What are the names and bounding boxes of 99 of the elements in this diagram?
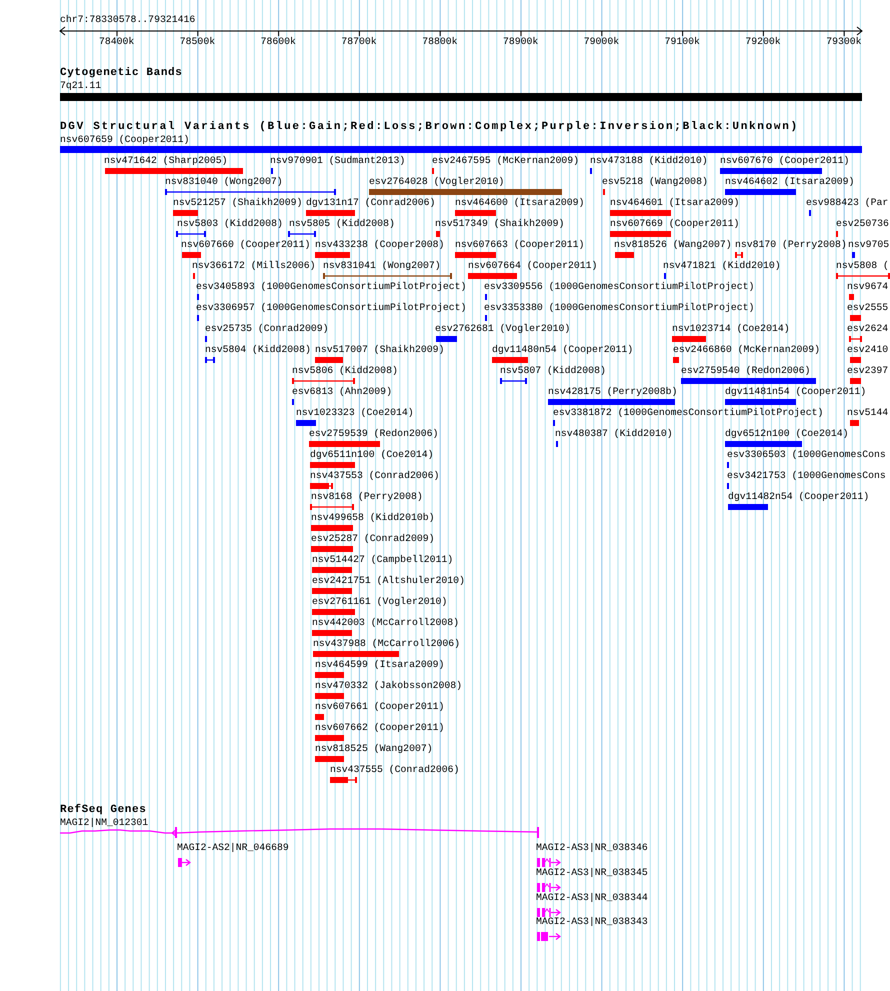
- variant-label: esv2410: [847, 344, 888, 356]
- gene-label: MAGI2-AS3|NR_038346: [536, 842, 648, 854]
- variant-label: esv25735 (Conrad2009): [205, 323, 328, 335]
- variant-label: nsv442003 (McCarroll2008): [312, 617, 459, 629]
- variant-label: esv5218 (Wang2008): [602, 176, 708, 188]
- axis-tick-label: 78400k: [99, 36, 134, 48]
- variant-label: dgv11481n54 (Cooper2011): [725, 386, 866, 398]
- variant-label: esv2761161 (Vogler2010): [312, 596, 448, 608]
- variant-label: esv6813 (Ahn2009): [292, 386, 392, 398]
- variant-label: nsv607661 (Cooper2011): [315, 701, 444, 713]
- variant-label: esv3306957 (1000GenomesConsortiumPilotProject): [196, 302, 466, 314]
- variant-label: dgv6511n100 (Coe2014): [310, 449, 434, 461]
- variant-label: nsv428175 (Perry2008b): [548, 386, 678, 398]
- gene-label: MAGI2-AS3|NR_038343: [536, 916, 648, 928]
- variant-label: esv25287 (Conrad2009): [311, 533, 434, 545]
- variant-label: esv2397: [847, 365, 888, 377]
- variant-label: nsv471821 (Kidd2010): [663, 260, 781, 272]
- variant-label: nsv607670 (Cooper2011): [720, 155, 850, 167]
- variant-label: nsv8168 (Perry2008): [311, 491, 423, 503]
- variant-label: nsv970901 (Sudmant2013): [270, 155, 406, 167]
- variant-label: nsv831041 (Wong2007): [323, 260, 441, 272]
- variant-label: nsv1023714 (Coe2014): [672, 323, 790, 335]
- variant-label: nsv9705: [848, 239, 890, 251]
- variant-label: nsv5808 (: [836, 260, 889, 272]
- variant-label: esv2624: [847, 323, 888, 335]
- variant-label: nsv818525 (Wang2007): [315, 743, 433, 755]
- axis-tick-label: 78700k: [341, 36, 377, 48]
- variant-label: nsv499658 (Kidd2010b): [311, 512, 434, 524]
- gene-label: MAGI2-AS3|NR_038345: [536, 867, 648, 879]
- variant-label: nsv5805 (Kidd2008): [289, 218, 395, 230]
- variant-label: nsv480387 (Kidd2010): [555, 428, 673, 440]
- band-label: 7q21.11: [60, 80, 102, 92]
- gene-label: MAGI2-AS2|NR_046689: [177, 842, 289, 854]
- variant-label: esv2466860 (McKernan2009): [673, 344, 820, 356]
- axis-tick-label: 79300k: [826, 36, 862, 48]
- variant-label: nsv464601 (Itsara2009): [610, 197, 740, 209]
- variant-label: nsv470332 (Jakobsson2008): [315, 680, 462, 692]
- axis-tick-label: 78900k: [503, 36, 538, 48]
- variant-label: esv2759540 (Redon2006): [681, 365, 810, 377]
- variant-label: nsv473188 (Kidd2010): [590, 155, 708, 167]
- track-title: RefSeq Genes: [60, 804, 146, 816]
- gene-label: MAGI2|NM_012301: [60, 817, 148, 829]
- variant-label: nsv437555 (Conrad2006): [330, 764, 460, 776]
- variant-label: nsv607663 (Cooper2011): [455, 239, 584, 251]
- variant-label: esv3421753 (1000GenomesCons: [727, 470, 886, 482]
- coordinate-range: chr7:78330578..79321416: [60, 14, 196, 26]
- track-title: DGV Structural Variants (Blue:Gain;Red:Loss;Brown:Complex;Purple:Inversion;Black:Unknown): [60, 121, 799, 133]
- variant-label: nsv1023323 (Coe2014): [296, 407, 414, 419]
- variant-label: nsv818526 (Wang2007): [614, 239, 732, 251]
- variant-label: esv3309556 (1000GenomesConsortiumPilotProject): [484, 281, 754, 293]
- variant-label: esv3353380 (1000GenomesConsortiumPilotProject): [484, 302, 754, 314]
- variant-label: nsv471642 (Sharp2005): [104, 155, 228, 167]
- variant-label: nsv517349 (Shaikh2009): [435, 218, 564, 230]
- axis-tick-label: 78600k: [260, 36, 296, 48]
- axis-tick-label: 78800k: [422, 36, 458, 48]
- variant-label: nsv607659 (Cooper2011): [60, 134, 190, 146]
- variant-label: dgv6512n100 (Coe2014): [725, 428, 848, 440]
- variant-label: nsv517007 (Shaikh2009): [315, 344, 444, 356]
- variant-label: nsv5804 (Kidd2008): [205, 344, 311, 356]
- variant-label: esv3405893 (1000GenomesConsortiumPilotProject): [196, 281, 466, 293]
- variant-label: nsv9674: [847, 281, 888, 293]
- axis-tick-label: 79000k: [584, 36, 620, 48]
- variant-label: nsv831040 (Wong2007): [165, 176, 283, 188]
- variant-label: nsv607660 (Cooper2011): [181, 239, 310, 251]
- variant-label: nsv5806 (Kidd2008): [292, 365, 398, 377]
- track-title: Cytogenetic Bands: [60, 67, 182, 79]
- variant-label: nsv521257 (Shaikh2009): [173, 197, 302, 209]
- variant-label: dgv11480n54 (Cooper2011): [492, 344, 634, 356]
- variant-label: nsv607664 (Cooper2011): [468, 260, 598, 272]
- axis-tick-label: 78500k: [180, 36, 216, 48]
- variant-label: nsv437553 (Conrad2006): [310, 470, 440, 482]
- variant-label: esv2421751 (Altshuler2010): [312, 575, 465, 587]
- variant-label: nsv8170 (Perry2008): [735, 239, 847, 251]
- variant-label: esv988423 (Par: [806, 197, 888, 209]
- variant-label: dgv11482n54 (Cooper2011): [728, 491, 870, 503]
- variant-label: esv2764028 (Vogler2010): [369, 176, 504, 188]
- variant-label: nsv5807 (Kidd2008): [500, 365, 606, 377]
- axis-tick-label: 79100k: [664, 36, 700, 48]
- variant-label: nsv5144: [847, 407, 888, 419]
- variant-label: esv3381872 (1000GenomesConsortiumPilotProject): [553, 407, 824, 419]
- variant-label: esv2555: [847, 302, 888, 314]
- variant-label: esv250736: [836, 218, 889, 230]
- variant-label: nsv464600 (Itsara2009): [455, 197, 584, 209]
- variant-label: nsv5803 (Kidd2008): [177, 218, 283, 230]
- axis-tick-label: 79200k: [745, 36, 781, 48]
- variant-label: dgv131n17 (Conrad2006): [306, 197, 436, 209]
- gene-label: MAGI2-AS3|NR_038344: [536, 892, 648, 904]
- variant-label: esv2762681 (Vogler2010): [435, 323, 570, 335]
- variant-label: nsv607669 (Cooper2011): [610, 218, 740, 230]
- variant-label: esv2467595 (McKernan2009): [432, 155, 579, 167]
- variant-label: nsv514427 (Campbell2011): [312, 554, 454, 566]
- variant-label: nsv433238 (Cooper2008): [315, 239, 444, 251]
- variant-label: esv2759539 (Redon2006): [309, 428, 438, 440]
- variant-label: nsv464599 (Itsara2009): [315, 659, 444, 671]
- variant-label: nsv437988 (McCarroll2006): [313, 638, 460, 650]
- variant-label: esv3306503 (1000GenomesCons: [727, 449, 886, 461]
- variant-label: nsv464602 (Itsara2009): [725, 176, 854, 188]
- variant-label: nsv607662 (Cooper2011): [315, 722, 444, 734]
- variant-label: nsv366172 (Mills2006): [192, 260, 316, 272]
